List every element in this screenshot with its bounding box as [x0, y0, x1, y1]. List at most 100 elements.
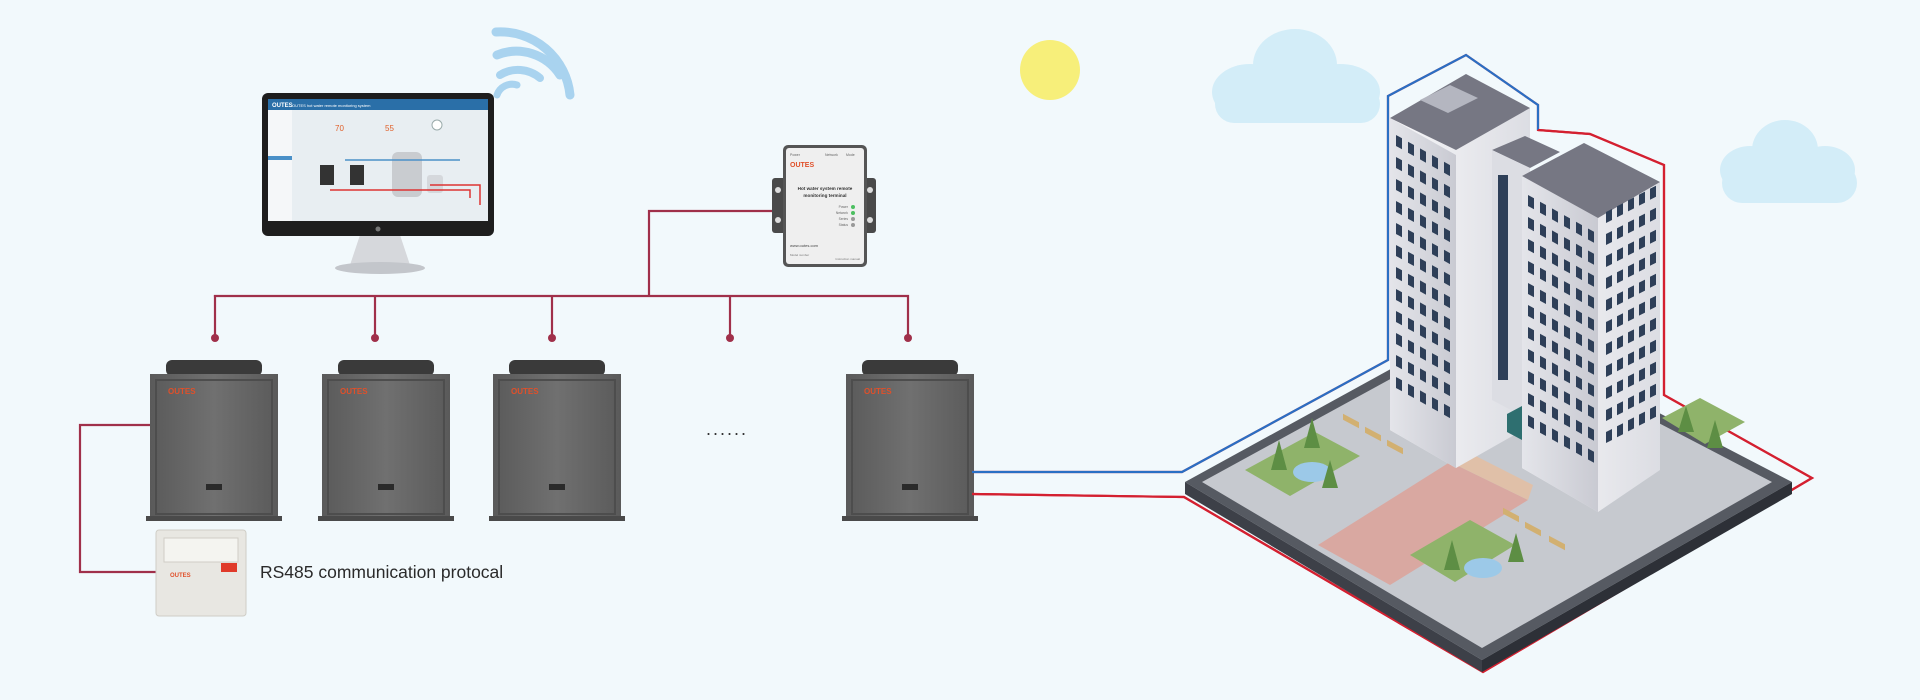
building-window — [1432, 375, 1438, 390]
building-window — [1420, 302, 1426, 317]
building-window — [1628, 197, 1634, 212]
monitor-screen-title: OUTES hot water remote monitoring system — [292, 103, 371, 108]
building-window — [1564, 435, 1570, 450]
terminal-top-label-1: Power — [790, 153, 801, 157]
unit-brand-label: OUTES — [511, 387, 539, 396]
building-window — [1540, 421, 1546, 436]
building-window — [1444, 293, 1450, 309]
building-window — [1639, 323, 1645, 338]
building-window — [1444, 227, 1450, 243]
monitor-brand: OUTES — [272, 103, 293, 109]
building-plaza — [1185, 74, 1792, 672]
building-window — [1617, 357, 1623, 372]
terminal-bottom-left: Model number — [790, 253, 809, 257]
building-window — [1588, 294, 1594, 309]
ellipsis-more-units: ...... — [706, 419, 748, 439]
building-window — [1606, 275, 1612, 289]
apple-logo-icon — [375, 226, 381, 232]
building-window — [1396, 267, 1402, 282]
building-window — [1432, 331, 1438, 346]
building-window — [1576, 441, 1582, 457]
controller-brand: OUTES — [170, 573, 191, 579]
building-window — [1576, 265, 1582, 281]
building-window — [1617, 247, 1623, 262]
building-window — [1606, 363, 1612, 377]
building-window — [1432, 221, 1438, 236]
building-window — [1576, 375, 1582, 391]
building-window — [1540, 399, 1546, 414]
building-window — [1444, 183, 1450, 199]
building-window — [1576, 419, 1582, 435]
building-window — [1408, 295, 1414, 310]
return-pipe-segment — [971, 128, 1815, 674]
building-window — [1396, 245, 1402, 260]
building-window — [1650, 207, 1656, 222]
unit-brand-label: OUTES — [168, 387, 196, 396]
monitor-temp-right: 55 — [385, 124, 394, 133]
remote-monitoring-terminal: Power Network Mode OUTES Hot water syste… — [772, 145, 876, 267]
building-window — [1552, 230, 1558, 245]
building-window — [1639, 411, 1645, 426]
terminal-brand: OUTES — [790, 162, 814, 169]
building-window — [1444, 381, 1450, 397]
building-window — [1540, 289, 1546, 304]
building-window — [1588, 360, 1594, 375]
building-window — [1420, 192, 1426, 207]
cloud-icon-small — [1720, 120, 1857, 203]
building-window — [1432, 155, 1438, 170]
building-window — [1420, 280, 1426, 295]
building-window — [1552, 362, 1558, 377]
building-window — [1606, 429, 1612, 443]
protocol-label: RS485 communication protocal — [260, 562, 503, 582]
building-window — [1639, 213, 1645, 228]
building-window — [1552, 296, 1558, 311]
building-window — [1444, 205, 1450, 221]
terminal-top-label-2: Network — [825, 153, 838, 157]
building-window — [1606, 209, 1612, 223]
building-window — [1408, 229, 1414, 244]
building-window — [1628, 263, 1634, 278]
building-window — [1552, 318, 1558, 333]
building-window — [1432, 243, 1438, 258]
building-window — [1606, 319, 1612, 333]
building-window — [1552, 428, 1558, 443]
building-window — [1408, 207, 1414, 222]
building-window — [1396, 201, 1402, 216]
building-window — [1528, 239, 1534, 254]
building-window — [1540, 201, 1546, 216]
heat-pump-unit: OUTES — [489, 360, 625, 521]
unit-brand-label: OUTES — [864, 387, 892, 396]
building-window — [1639, 279, 1645, 294]
building-window — [1444, 249, 1450, 265]
building-window — [1420, 390, 1426, 405]
monitor-temp-left: 70 — [335, 124, 344, 133]
building-window — [1420, 236, 1426, 251]
building-window — [1564, 215, 1570, 230]
building-window — [1639, 367, 1645, 382]
building-window — [1408, 361, 1414, 376]
building-window — [1650, 295, 1656, 310]
building-window — [1588, 338, 1594, 353]
building-window — [1528, 371, 1534, 386]
building-window — [1650, 339, 1656, 354]
building-window — [1628, 417, 1634, 432]
building-window — [1552, 252, 1558, 267]
building-window — [1576, 309, 1582, 325]
building-window — [1564, 259, 1570, 274]
building-window — [1420, 368, 1426, 383]
building-window — [1444, 359, 1450, 375]
building-window — [1564, 347, 1570, 362]
supply-pipe — [972, 53, 1540, 474]
building-window — [1420, 170, 1426, 185]
building-window — [1408, 383, 1414, 398]
bus-nodes — [211, 334, 912, 342]
building-window — [1528, 349, 1534, 364]
building-window — [1628, 351, 1634, 366]
wifi-icon — [491, 27, 575, 100]
building-window — [1420, 214, 1426, 229]
building-window — [1432, 199, 1438, 214]
building-window — [1650, 317, 1656, 332]
building-window — [1606, 407, 1612, 421]
building-window — [1420, 346, 1426, 361]
